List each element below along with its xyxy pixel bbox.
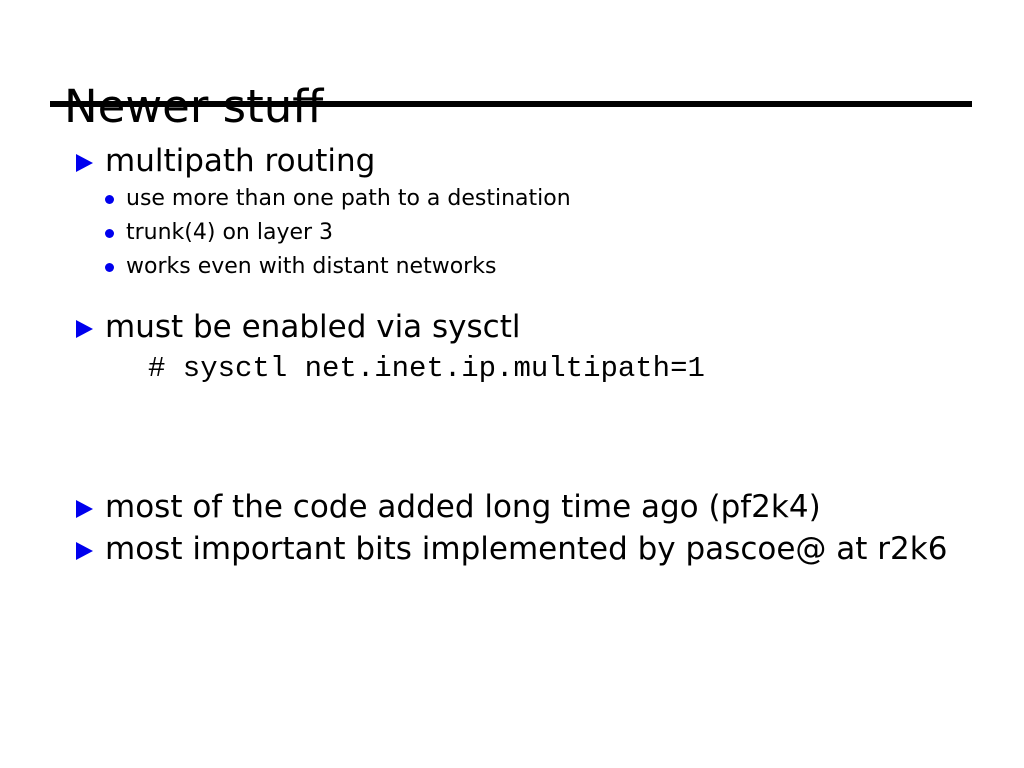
subbullet-trunk-on-layer-3: trunk(4) on layer 3 (0, 216, 1024, 250)
dot-bullet-icon (105, 195, 114, 204)
spacer (0, 390, 1024, 486)
subbullet-use-more-than-one-path: use more than one path to a destination (0, 182, 1024, 216)
bullet-group-enable-via-sysctl: must be enabled via sysctl # sysctl net.… (0, 306, 1024, 390)
slide-body: multipath routing use more than one path… (0, 140, 1024, 570)
triangle-bullet-icon (76, 542, 93, 560)
bullet-most-important-bits-implemented: most important bits implemented by pasco… (0, 528, 1024, 570)
dot-bullet-icon (105, 229, 114, 238)
bullet-label: most important bits implemented by pasco… (105, 531, 948, 567)
subbullet-label: use more than one path to a destination (126, 186, 571, 211)
spacer (0, 284, 1024, 306)
subbullet-distant-networks: works even with distant networks (0, 250, 1024, 284)
bullet-most-of-the-code-added: most of the code added long time ago (pf… (0, 486, 1024, 528)
bullet-label: multipath routing (105, 143, 376, 179)
title-underline-rule (50, 101, 972, 107)
subbullet-label: trunk(4) on layer 3 (126, 220, 334, 245)
triangle-bullet-icon (76, 154, 93, 172)
triangle-bullet-icon (76, 320, 93, 338)
bullet-label: must be enabled via sysctl (105, 309, 521, 345)
bullet-group-multipath-routing: multipath routing use more than one path… (0, 140, 1024, 284)
bullet-multipath-routing: multipath routing (0, 140, 1024, 182)
bullet-must-be-enabled-via-sysctl: must be enabled via sysctl (0, 306, 1024, 348)
sysctl-command-line: # sysctl net.inet.ip.multipath=1 (148, 352, 705, 385)
bullet-label: most of the code added long time ago (pf… (105, 489, 821, 525)
page-title: Newer stuff (64, 80, 323, 134)
dot-bullet-icon (105, 263, 114, 272)
triangle-bullet-icon (76, 500, 93, 518)
subbullet-label: works even with distant networks (126, 254, 497, 279)
